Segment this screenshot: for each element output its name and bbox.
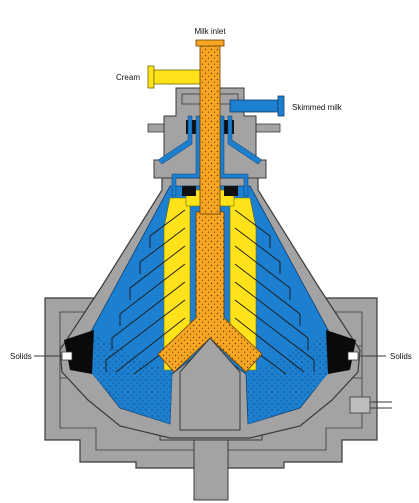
skim-outlet-pipe [229,95,285,117]
disc-stack-right [234,209,315,375]
skimmed-milk-label: Skimmed milk [292,103,343,112]
solids-deposit [64,330,356,374]
milk-distributor [157,211,263,431]
solids-left-label: Solids [10,352,32,361]
disc-stack-left [105,209,186,375]
milk-inlet-pipe [195,39,225,215]
milk-inlet-label: Milk inlet [194,27,226,36]
cream-label: Cream [116,73,140,82]
solids-ports [34,351,386,361]
cream-outlet-pipe [147,65,203,89]
solids-right-label: Solids [390,352,412,361]
cream-region [163,189,257,371]
